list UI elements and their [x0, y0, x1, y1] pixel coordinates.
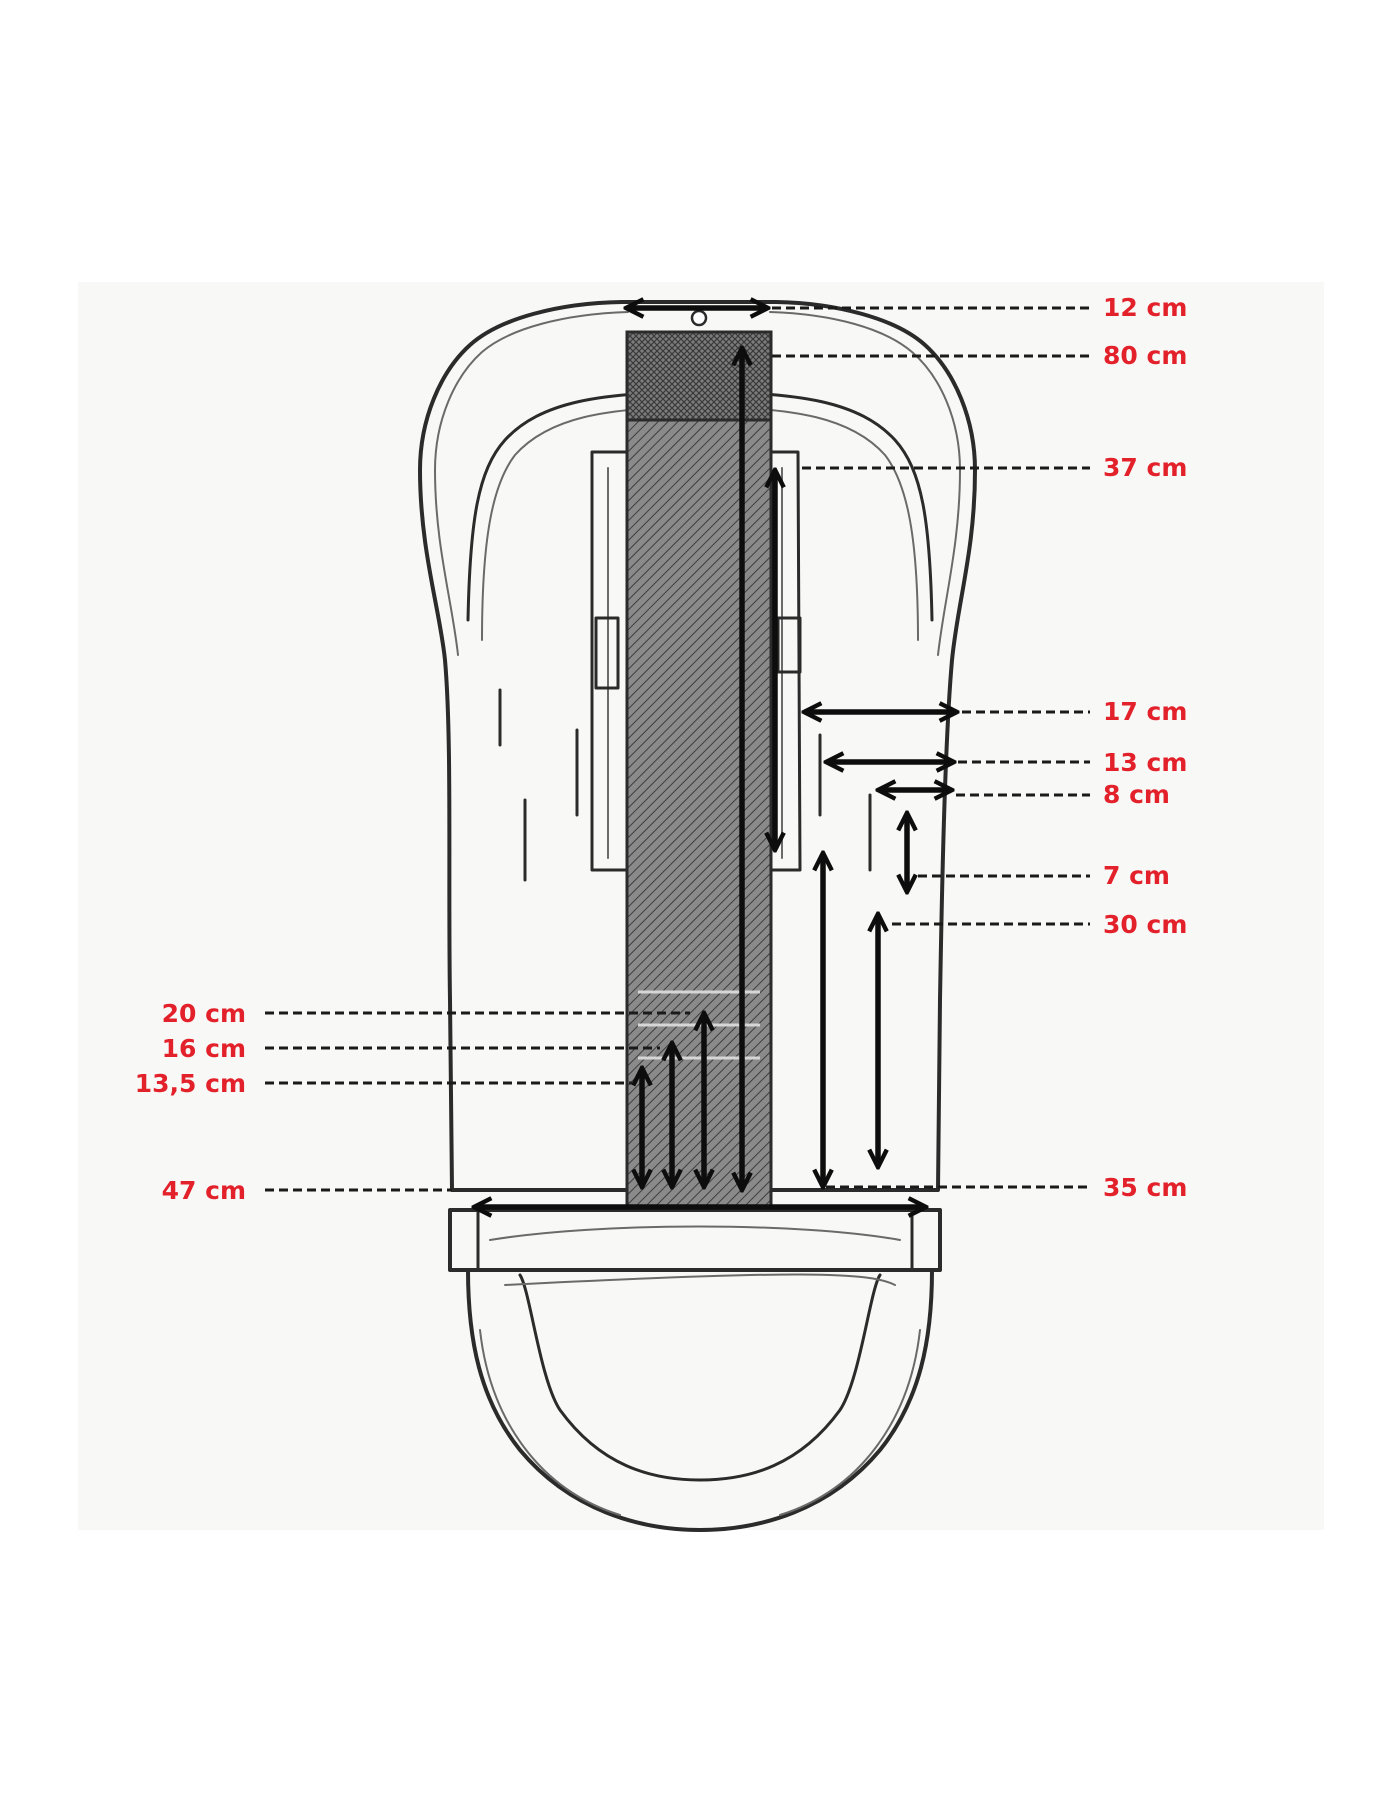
label-47: 47 cm [162, 1176, 246, 1205]
label-35: 35 cm [1103, 1173, 1187, 1202]
label-17: 17 cm [1103, 697, 1187, 726]
right-labels: 12 cm 80 cm 37 cm 17 cm 13 cm 8 cm 7 cm … [1103, 293, 1187, 1202]
label-13-5: 13,5 cm [135, 1069, 246, 1098]
center-strap [625, 309, 773, 1209]
label-20: 20 cm [162, 999, 246, 1028]
label-12: 12 cm [1103, 293, 1187, 322]
label-16: 16 cm [162, 1034, 246, 1063]
left-labels: 20 cm 16 cm 13,5 cm 47 cm [135, 999, 246, 1205]
top-grommet-icon [690, 309, 708, 327]
label-30: 30 cm [1103, 910, 1187, 939]
leader-lines [265, 306, 1090, 1192]
bag-outline [418, 300, 977, 1532]
label-7: 7 cm [1103, 861, 1170, 890]
label-80: 80 cm [1103, 341, 1187, 370]
label-8: 8 cm [1103, 780, 1170, 809]
label-37: 37 cm [1103, 453, 1187, 482]
label-13: 13 cm [1103, 748, 1187, 777]
measurement-arrows [476, 308, 955, 1207]
